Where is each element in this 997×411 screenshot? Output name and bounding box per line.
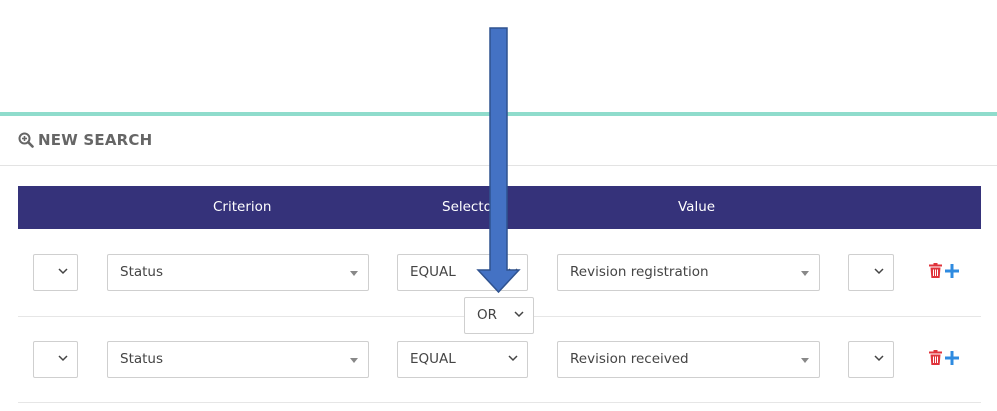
value-select[interactable]: Revision received <box>557 341 820 378</box>
page-title: NEW SEARCH <box>18 131 152 149</box>
open-group-select[interactable] <box>33 254 78 291</box>
caret-down-icon <box>350 358 358 363</box>
chevron-down-icon <box>874 355 884 362</box>
caret-down-icon <box>801 271 809 276</box>
column-header-criterion: Criterion <box>213 199 272 215</box>
close-group-select[interactable] <box>848 341 894 378</box>
zoom-in-icon <box>18 132 34 148</box>
row-actions <box>929 263 959 278</box>
connector-select[interactable]: OR <box>464 297 534 334</box>
page-title-text: NEW SEARCH <box>38 131 153 149</box>
add-icon[interactable] <box>945 350 959 365</box>
caret-down-icon <box>350 271 358 276</box>
selector-select[interactable]: EQUAL <box>397 341 528 378</box>
table-row: Status EQUAL Revision received <box>18 317 981 403</box>
trash-icon[interactable] <box>929 263 942 278</box>
column-header-selector: Selector <box>442 199 498 215</box>
chevron-down-icon <box>514 311 524 318</box>
criterion-select[interactable]: Status <box>107 341 369 378</box>
close-group-select[interactable] <box>848 254 894 291</box>
chevron-down-icon <box>508 355 518 362</box>
value-select[interactable]: Revision registration <box>557 254 820 291</box>
column-header-value: Value <box>678 199 716 215</box>
trash-icon[interactable] <box>929 350 942 365</box>
chevron-down-icon <box>58 268 68 275</box>
criterion-select[interactable]: Status <box>107 254 369 291</box>
annotation-arrow <box>476 27 521 294</box>
open-group-select[interactable] <box>33 341 78 378</box>
caret-down-icon <box>801 358 809 363</box>
chevron-down-icon <box>874 268 884 275</box>
add-icon[interactable] <box>945 263 959 278</box>
row-actions <box>929 350 959 365</box>
chevron-down-icon <box>58 355 68 362</box>
